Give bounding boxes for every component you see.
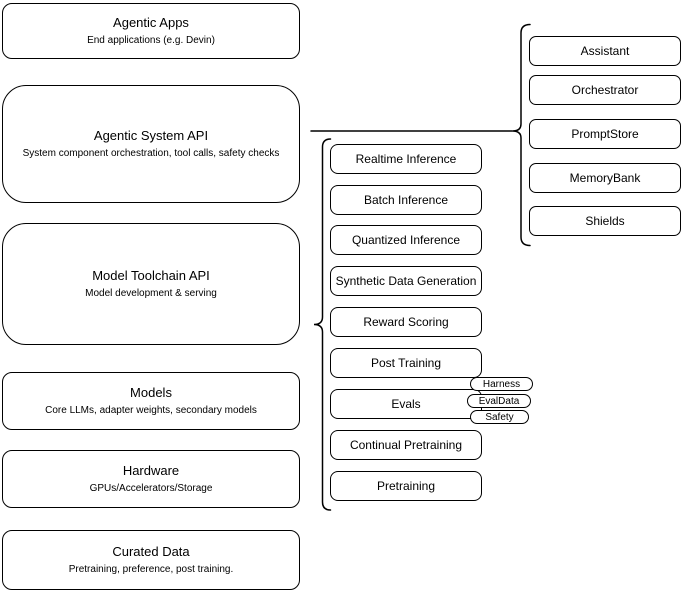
node-hardware[interactable]: Hardware GPUs/Accelerators/Storage (2, 450, 300, 508)
node-model-toolchain-api[interactable]: Model Toolchain API Model development & … (2, 223, 300, 345)
toolchain-group-brace (313, 138, 332, 511)
node-reward-scoring[interactable]: Reward Scoring (330, 307, 482, 337)
node-models[interactable]: Models Core LLMs, adapter weights, secon… (2, 372, 300, 430)
node-title: Agentic Apps (113, 15, 189, 30)
node-subtitle: GPUs/Accelerators/Storage (89, 483, 213, 494)
tag-harness[interactable]: Harness (470, 377, 533, 391)
tag-safety[interactable]: Safety (470, 410, 529, 424)
node-quantized-inference[interactable]: Quantized Inference (330, 225, 482, 255)
node-subtitle: Pretraining, preference, post training. (68, 564, 234, 575)
node-title: Agentic System API (93, 128, 209, 143)
node-realtime-inference[interactable]: Realtime Inference (330, 144, 482, 174)
node-synthetic-data-generation[interactable]: Synthetic Data Generation (330, 266, 482, 296)
node-subtitle: End applications (e.g. Devin) (87, 35, 215, 46)
node-orchestrator[interactable]: Orchestrator (529, 75, 681, 105)
node-title: Curated Data (112, 544, 190, 559)
node-agentic-system-api[interactable]: Agentic System API System component orch… (2, 85, 300, 203)
node-promptstore[interactable]: PromptStore (529, 119, 681, 149)
node-assistant[interactable]: Assistant (529, 36, 681, 66)
node-title: Hardware (122, 463, 180, 478)
system-group-brace (512, 23, 531, 247)
node-shields[interactable]: Shields (529, 206, 681, 236)
node-curated-data[interactable]: Curated Data Pretraining, preference, po… (2, 530, 300, 590)
node-evals[interactable]: Evals (330, 389, 482, 419)
node-title: Model Toolchain API (92, 268, 210, 283)
tag-evaldata[interactable]: EvalData (467, 394, 531, 408)
node-pretraining[interactable]: Pretraining (330, 471, 482, 501)
node-title: Models (130, 385, 172, 400)
node-batch-inference[interactable]: Batch Inference (330, 185, 482, 215)
node-post-training[interactable]: Post Training (330, 348, 482, 378)
node-subtitle: System component orchestration, tool cal… (22, 148, 280, 159)
node-agentic-apps[interactable]: Agentic Apps End applications (e.g. Devi… (2, 3, 300, 59)
node-memorybank[interactable]: MemoryBank (529, 163, 681, 193)
node-continual-pretraining[interactable]: Continual Pretraining (330, 430, 482, 460)
node-subtitle: Model development & serving (85, 288, 217, 299)
node-subtitle: Core LLMs, adapter weights, secondary mo… (45, 405, 257, 416)
